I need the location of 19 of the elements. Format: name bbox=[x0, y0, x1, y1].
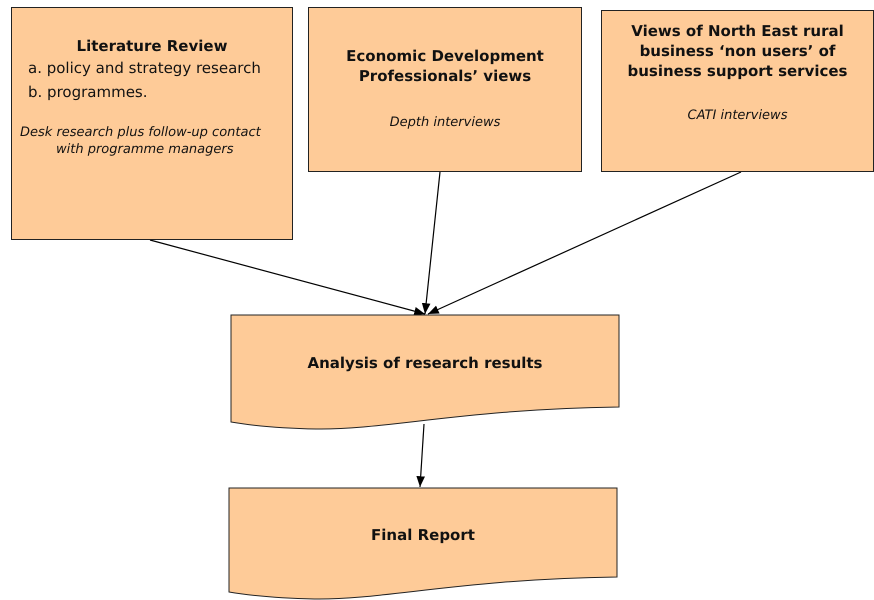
process-box bbox=[308, 7, 582, 172]
node-title: Economic Development Professionals’ views bbox=[345, 46, 545, 86]
method-note: Depth interviews bbox=[388, 114, 502, 131]
node-title: Analysis of research results bbox=[306, 353, 544, 373]
arrow bbox=[422, 172, 441, 314]
arrow bbox=[150, 239, 426, 316]
node-title: Views of North East rural business ‘non users’ of business support services bbox=[626, 21, 848, 81]
document-shape bbox=[231, 315, 619, 430]
list-item: b. programmes. bbox=[27, 82, 149, 102]
node-title: Literature Review bbox=[76, 36, 228, 56]
arrow bbox=[416, 424, 425, 488]
method-note: CATI interviews bbox=[686, 107, 788, 124]
method-note: Desk research plus follow-up contact with programme managers bbox=[20, 124, 262, 158]
node-title: Final Report bbox=[370, 525, 476, 545]
list-item: a. policy and strategy research bbox=[27, 58, 262, 78]
document-shape bbox=[229, 488, 617, 600]
process-box bbox=[11, 7, 293, 240]
process-box bbox=[601, 10, 874, 172]
arrow bbox=[428, 171, 742, 315]
